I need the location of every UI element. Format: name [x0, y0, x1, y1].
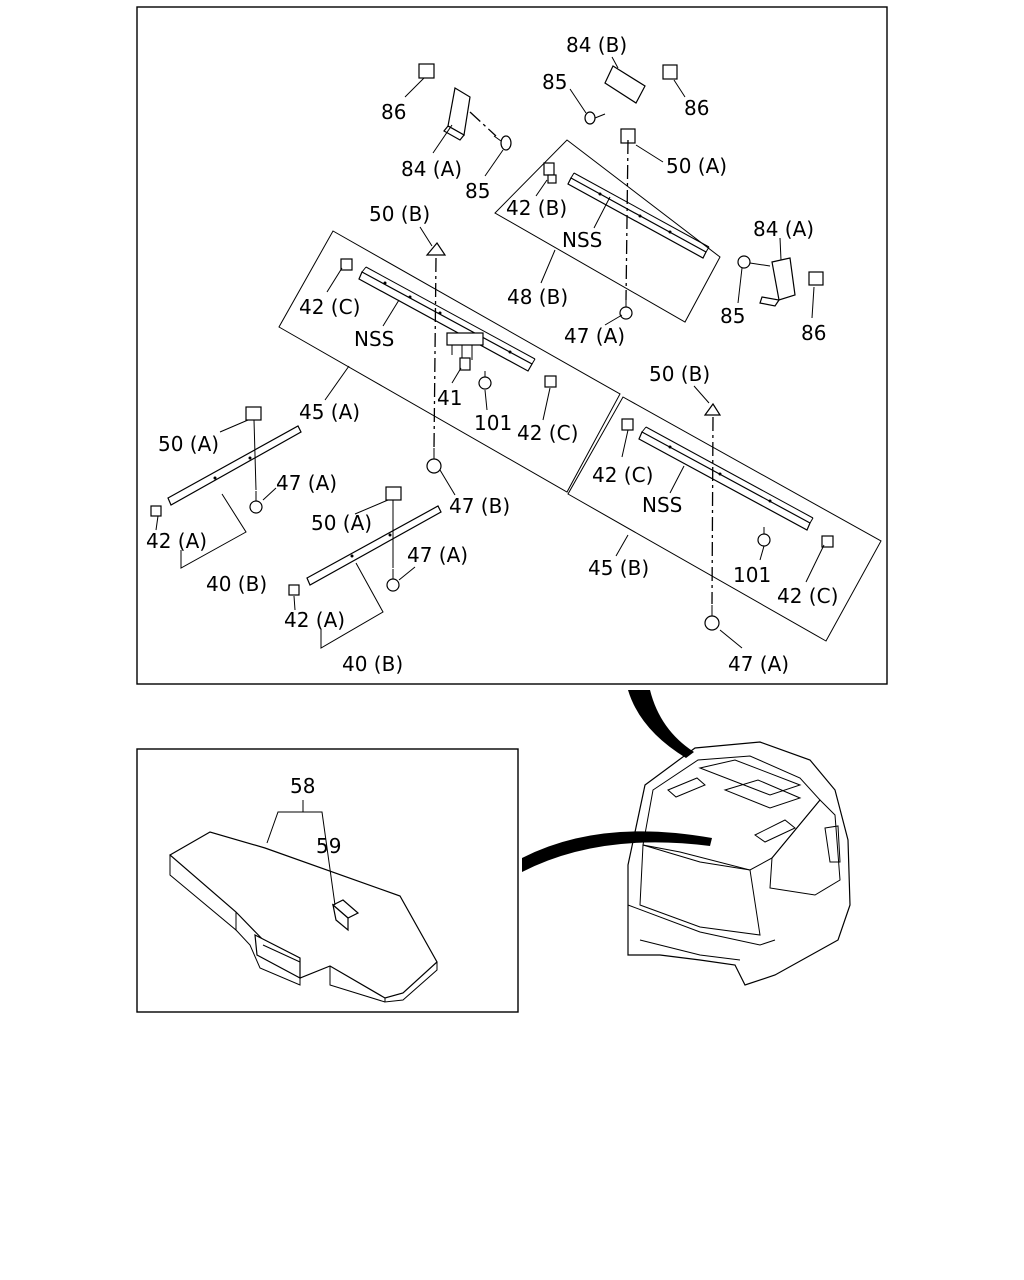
bracket-84A-right	[759, 257, 796, 307]
alignment-line	[433, 257, 437, 449]
upper-detail-frame	[136, 6, 888, 685]
truck-cab-illustration	[627, 741, 851, 986]
screw-85-right	[737, 255, 771, 269]
screw-101-a	[478, 371, 492, 390]
bracket-84A-left	[443, 87, 471, 141]
label-50b: 50 (B)	[369, 202, 430, 226]
leader-lines	[155, 56, 825, 649]
label-45b: 45 (B)	[588, 556, 649, 580]
callout-labels: 86 84 (A) 85 84 (B) 85 86 50 (A) 42 (B) …	[146, 33, 838, 858]
connector-41	[446, 332, 484, 371]
label-85: 85	[465, 179, 490, 203]
label-42a: 42 (A)	[146, 529, 207, 553]
screw-101-b	[757, 527, 771, 547]
label-50b: 50 (B)	[649, 362, 710, 386]
label-86: 86	[381, 100, 406, 124]
rail-45A	[358, 266, 536, 372]
callout-arrow-lower	[522, 831, 712, 872]
assembly-box-45B	[567, 396, 882, 642]
bracket-84B	[604, 65, 646, 104]
label-50a: 50 (A)	[158, 432, 219, 456]
label-40b: 40 (B)	[206, 572, 267, 596]
panel-58	[168, 831, 438, 1003]
label-59: 59	[316, 834, 341, 858]
screw-47A-48B	[619, 298, 633, 320]
clip-42C-45B-right	[821, 535, 834, 548]
screw-47A-40B-lower	[386, 569, 400, 592]
callout-arrow-upper	[628, 690, 694, 758]
clip-42C-45B-left	[621, 418, 634, 431]
label-84a: 84 (A)	[753, 217, 814, 241]
label-nss: NSS	[562, 228, 602, 252]
label-84a: 84 (A)	[401, 157, 462, 181]
label-47a: 47 (A)	[564, 324, 625, 348]
label-47b: 47 (B)	[449, 494, 510, 518]
screw-47A-45B	[704, 605, 720, 631]
label-40b: 40 (B)	[342, 652, 403, 676]
screw-85-top	[584, 111, 606, 125]
alignment-line	[253, 419, 257, 491]
label-85: 85	[720, 304, 745, 328]
clip-42C-left	[340, 258, 353, 271]
clip-50A-left	[245, 406, 262, 421]
label-47a: 47 (A)	[728, 652, 789, 676]
label-85: 85	[542, 70, 567, 94]
alignment-line	[625, 139, 629, 301]
label-42a: 42 (A)	[284, 608, 345, 632]
label-58: 58	[290, 774, 315, 798]
label-50a: 50 (A)	[666, 154, 727, 178]
clip-86-top	[662, 64, 678, 80]
clip-50B-right	[703, 402, 722, 416]
clip-42A-lower	[288, 584, 300, 596]
clip-42C-right	[544, 375, 557, 388]
clip-42B	[543, 162, 557, 184]
tab-59	[331, 899, 360, 932]
label-47a: 47 (A)	[276, 471, 337, 495]
screw-47B	[426, 448, 442, 474]
label-42c: 42 (C)	[777, 584, 838, 608]
label-nss: NSS	[354, 327, 394, 351]
label-50a: 50 (A)	[311, 511, 372, 535]
rail-40B-lower	[306, 505, 442, 586]
assembly-box-45A	[278, 230, 621, 493]
label-42c: 42 (C)	[517, 421, 578, 445]
label-86: 86	[801, 321, 826, 345]
label-nss: NSS	[642, 493, 682, 517]
alignment-line	[469, 111, 497, 137]
label-45a: 45 (A)	[299, 400, 360, 424]
label-42b: 42 (B)	[506, 196, 567, 220]
label-47a: 47 (A)	[407, 543, 468, 567]
label-101: 101	[474, 411, 512, 435]
clip-42A-upper	[150, 505, 162, 517]
leader-lines-inset	[266, 800, 336, 906]
assembly-box-48B	[494, 139, 721, 323]
clip-86-right	[808, 271, 824, 286]
screw-85-left	[493, 135, 512, 151]
label-86: 86	[684, 96, 709, 120]
label-41: 41	[437, 386, 462, 410]
label-42c: 42 (C)	[592, 463, 653, 487]
label-84b: 84 (B)	[566, 33, 627, 57]
label-42c: 42 (C)	[299, 295, 360, 319]
clip-50A-mid	[385, 486, 402, 501]
rail-45B	[638, 426, 814, 531]
rail-48B	[567, 172, 710, 259]
clip-50B-top	[425, 241, 447, 256]
label-101: 101	[733, 563, 771, 587]
label-48b: 48 (B)	[507, 285, 568, 309]
clip-86-left	[418, 63, 435, 79]
lower-detail-frame	[136, 748, 519, 1013]
screw-47A-40B-upper	[249, 491, 263, 514]
alignment-line	[711, 416, 714, 605]
